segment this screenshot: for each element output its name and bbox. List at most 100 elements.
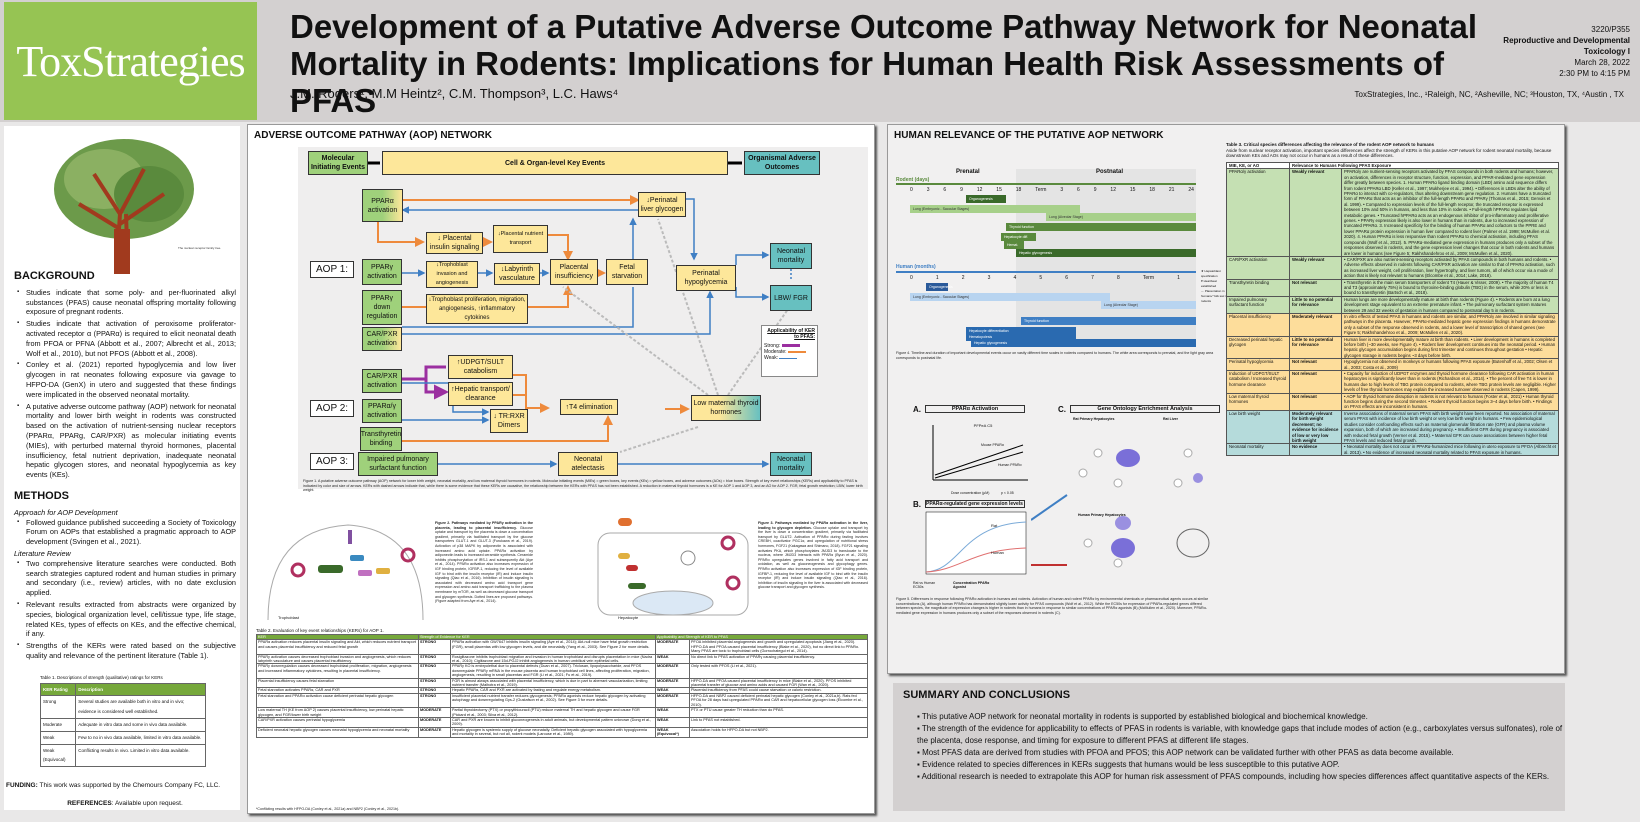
table-cell: PPARα activation reduces placental insul… <box>256 639 419 655</box>
references-label: REFERENCES <box>67 799 112 807</box>
moderate-arrow-icon <box>787 351 806 353</box>
legend-moderate-label: Moderate: <box>764 349 787 355</box>
table-cell: Placental insufficiency <box>1226 312 1290 337</box>
tick-label: 4 <box>1013 275 1017 281</box>
table-1-header: KER Rating <box>39 682 77 697</box>
rodent-timeline-bar: Hemat. <box>1004 241 1024 249</box>
lbw-fgr-box: LBW/ FGR <box>770 285 812 311</box>
table-cell: Not relevant <box>1289 358 1342 372</box>
methods-section: METHODS Approach for AOP Development Fol… <box>6 490 236 809</box>
session-info: 3220/P355 Reproductive and Developmental… <box>1503 24 1630 79</box>
table-cell: Not relevant <box>1289 370 1342 394</box>
fig5-rat-label: Rat <box>991 523 998 528</box>
summary-section: SUMMARY AND CONCLUSIONS This putative AO… <box>893 683 1565 811</box>
rodent-axis-label: Rodent (days) <box>896 177 930 183</box>
summary-bullet: Most PFAS data are derived from studies … <box>917 747 1565 759</box>
table-cell: STRONG <box>418 653 451 665</box>
fig5-c-title: Gene Ontology Enrichment Analysis <box>1070 405 1220 413</box>
table-cell: Placental insufficiency from PFAS could … <box>689 687 868 694</box>
table-row: Weak (Equivocal)Conflicting results in v… <box>39 743 206 768</box>
fig5-a-label: A. <box>913 405 921 414</box>
methods-bullet: Strengths of the KERs were rated based o… <box>17 641 236 661</box>
ppara-activation-box: PPARα activation <box>362 189 403 222</box>
figure-5: A. PPARα Activation PFPeA C5 Mouse PPARα… <box>913 405 1220 593</box>
table-cell: Moderately relevant <box>1289 312 1342 337</box>
fig5-human-primary-label: Human Primary Hepatocytes <box>1078 513 1126 517</box>
session-name-2: Toxicology I <box>1583 47 1630 56</box>
table-cell: PPARα/γ activation <box>1226 168 1290 257</box>
human-timeline-bar: Organogenesis <box>926 283 953 291</box>
table-3-header: Relevance to Humans Following PFAS Expos… <box>1289 161 1559 170</box>
methods-heading: METHODS <box>14 490 69 502</box>
tick-label: 5 <box>1039 275 1043 281</box>
fig5-human-label: Human PPARα <box>998 463 1022 467</box>
table-cell: CAR/PXR activation causes perinatal hypo… <box>256 716 419 728</box>
table-row: CAR/PXR activation causes perinatal hypo… <box>256 716 868 728</box>
tick-label: 7 <box>1091 275 1094 281</box>
table-2-header: Applicability and Strength of KER to PFA… <box>655 633 868 641</box>
tick-label: 8 <box>1117 275 1120 281</box>
session-code: 3220/P355 <box>1591 25 1630 34</box>
aop-diagram: Molecular Initiating Events Cell & Organ… <box>298 147 868 489</box>
tick-label: 21 <box>1168 187 1175 193</box>
legend-weak: Weak: <box>764 355 815 361</box>
pulmonary-surfactant-box: Impaired pulmonary surfactant function <box>358 452 438 476</box>
tick-label: 3 <box>987 275 991 281</box>
fig5-rat-primary-label: Rat Primary Hepatocytes <box>1073 417 1115 421</box>
fig5-b-label: B. <box>913 500 921 509</box>
fig5-ec50-label: Rat vs Human EC50s <box>913 581 936 589</box>
tick-label: 0 <box>910 275 913 281</box>
table-cell: MODERATE <box>418 726 451 738</box>
figure-1-caption: Figure 1. A putative adverse outcome pat… <box>303 479 863 493</box>
table-cell: Conflicting results in vivo. Limited in … <box>75 743 206 768</box>
table-cell: Low birth weight <box>1226 409 1290 445</box>
table-cell: No evidence <box>1289 443 1342 457</box>
table-cell: Strong <box>39 695 77 719</box>
fig5-compound: PFPeA C5 <box>973 423 993 428</box>
table-cell: Only tested with PFOS (Li et al., 2021). <box>689 663 868 679</box>
table-cell: PPARγ downregulation causes decreased tr… <box>256 663 419 679</box>
legend-title: Applicability of KER to PFAS: <box>767 328 815 340</box>
aop-panel-title: ADVERSE OUTCOME PATHWAY (AOP) NETWORK <box>254 130 492 141</box>
tick-label: 0 <box>910 187 913 193</box>
rodent-timeline-bar: Organogenesis <box>966 195 1006 203</box>
figure-2-text: Glucose uptake and transport by the plac… <box>435 525 533 604</box>
table-3-intro: Aside from nuclear receptor activation, … <box>1226 147 1552 159</box>
table-cell: Weakly relevant <box>1289 168 1342 257</box>
table-cell: Adequate in vitro data and some in vivo … <box>75 717 206 732</box>
table-cell: Weak <box>39 730 77 745</box>
table-3-heading: Table 3. Critical species differences af… <box>1226 142 1559 159</box>
methods-bullet: Relevant results extracted from abstract… <box>17 600 236 639</box>
table-cell: PPARγ activation causes decreased tropho… <box>256 653 419 665</box>
background-bullet: Conley et al. (2021) reported hypoglycem… <box>17 360 236 399</box>
rodent-timeline-bar: Lung (Embryonic - Saccular Stages) <box>910 205 1080 213</box>
table-cell: HFPO-DA and PFOA caused placental insuff… <box>689 677 868 689</box>
table-cell: MODERATE <box>418 716 451 728</box>
figure-2-title: Figure 2. Pathways mediated by PPARγ act… <box>435 521 533 530</box>
tick-label: 24 <box>1188 187 1194 193</box>
table-2: KER Strength of Evidence for KER Applica… <box>256 633 868 738</box>
table-cell: • Neonatal mortality does not occur in P… <box>1341 443 1559 457</box>
figure-4-caption: Figure 4. Timeline and duration of impor… <box>896 351 1214 360</box>
methods-bullet: Followed guidance published succeeding a… <box>17 518 236 547</box>
human-timeline-bar: Lung (Alveolar Stage) <box>1101 301 1196 309</box>
summary-bullet: This putative AOP network for neonatal m… <box>917 711 1565 723</box>
summary-bullet: Additional research is needed to extrapo… <box>917 771 1565 783</box>
fig5-c-label: C. <box>1058 405 1066 414</box>
table-cell: Inverse associations of maternal serum P… <box>1341 409 1559 445</box>
rodent-timeline-bar: Thyroid function <box>1006 223 1196 231</box>
human-axis-label: Human (months) <box>896 264 936 270</box>
placental-insulin-box: ↓ Placental insulin signaling <box>426 232 483 254</box>
fetal-starvation-box: Fetal starvation <box>606 259 648 285</box>
fig5-concentration-label: Concentration PPARα Agonist <box>953 581 990 589</box>
legend-item: Heartbeat established <box>1201 279 1217 288</box>
pparg-downregulation-box: PPARγ down regulation <box>362 290 402 325</box>
figure-3-text: Glucose uptake and transport by the live… <box>758 525 868 590</box>
legend-weak-label: Weak: <box>764 355 779 361</box>
legend-moderate: Moderate: <box>764 349 815 355</box>
table-cell: • AOP for thyroid hormone disruption in … <box>1341 392 1559 411</box>
